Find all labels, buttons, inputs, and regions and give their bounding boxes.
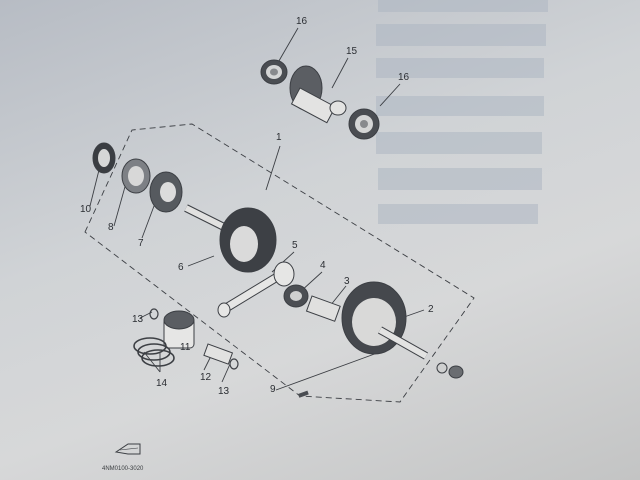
crankshaft-left [184,204,277,273]
needle-bearing [283,284,309,308]
callout-6: 6 [178,262,184,273]
piston-pin [203,343,234,365]
callout-10: 10 [80,204,92,215]
callout-12: 12 [200,372,212,383]
bearing-top-right [348,108,380,140]
faded-parts-table [376,0,548,224]
callout-16-left: 16 [296,16,308,27]
piston-ring-set [133,337,175,367]
callout-2: 2 [428,304,434,315]
callout-8: 8 [108,222,114,233]
bearing-left [121,158,151,194]
front-arrow-icon [114,443,141,455]
callout-numbers: 1 2 3 4 5 6 7 8 9 10 11 12 13 13 14 15 1… [80,16,434,397]
oil-seal [92,142,116,174]
figure-number: 4NM0100-3020 [102,466,144,472]
callout-13-lower: 13 [218,386,230,397]
callout-1: 1 [276,132,282,143]
drive-gear [289,65,347,124]
callout-15: 15 [346,46,358,57]
callout-9: 9 [270,384,276,395]
callout-14: 14 [156,378,168,389]
piston [163,310,195,349]
callout-16-right: 16 [398,72,410,83]
callout-13: 13 [132,314,144,325]
callout-11: 11 [180,342,191,353]
woodruff-key [298,390,309,398]
callout-4: 4 [320,260,326,271]
crankshaft-right [341,281,464,379]
crank-pin [305,295,341,322]
circlip [149,308,239,370]
connecting-rod [217,261,295,318]
callout-5: 5 [292,240,298,251]
callout-7: 7 [138,238,144,249]
primary-gear [149,171,183,213]
bearing-top-left [260,59,288,85]
callout-3: 3 [344,276,350,287]
